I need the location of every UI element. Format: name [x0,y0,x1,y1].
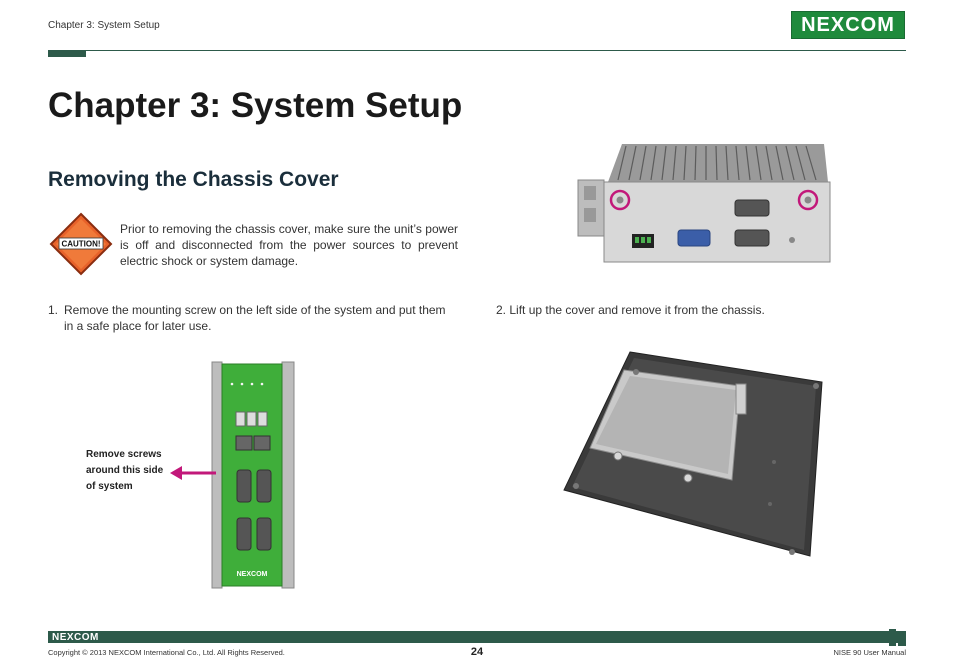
callout-line-2: around this side [86,465,164,476]
manual-name: NISE 90 User Manual [833,648,906,657]
step-2-text: Lift up the cover and remove it from the… [509,303,765,317]
nexcom-logo: NEXCOM [791,11,905,39]
step-1-number: 1. [48,303,59,317]
header-rule [48,50,906,51]
copyright-text: Copyright © 2013 NEXCOM International Co… [48,648,285,657]
step-1-text: Remove the mounting screw on the left si… [64,303,446,333]
logo-text: NEXCOM [801,14,895,36]
running-header-title: Chapter 3: System Setup [48,20,160,31]
footer-bar [48,631,906,643]
footer-logo: NEXCOM [52,632,99,643]
system-side-photo: NEXCOM [211,361,295,589]
step-1: 1. Remove the mounting screw on the left… [48,302,458,334]
header-rule-block [48,50,86,57]
caution-badge-text: CAUTION! [61,240,100,249]
callout-arrow-icon [170,466,216,480]
step-2: 2. Lift up the cover and remove it from … [496,302,765,318]
side-device-logo: NEXCOM [237,571,268,578]
section-title: Removing the Chassis Cover [48,168,339,191]
chapter-title: Chapter 3: System Setup [48,86,463,125]
remove-screws-callout: Remove screws around this side of system [86,447,170,495]
caution-text: Prior to removing the chassis cover, mak… [120,222,458,268]
chassis-rear-photo [577,144,831,263]
chassis-cover-photo [563,351,823,557]
page-number: 24 [470,646,484,658]
footer-squares-icon [889,629,906,646]
step-2-number: 2. [496,303,507,317]
callout-line-3: of system [86,481,133,492]
caution-icon: CAUTION! [49,212,113,276]
callout-line-1: Remove screws [86,449,162,460]
